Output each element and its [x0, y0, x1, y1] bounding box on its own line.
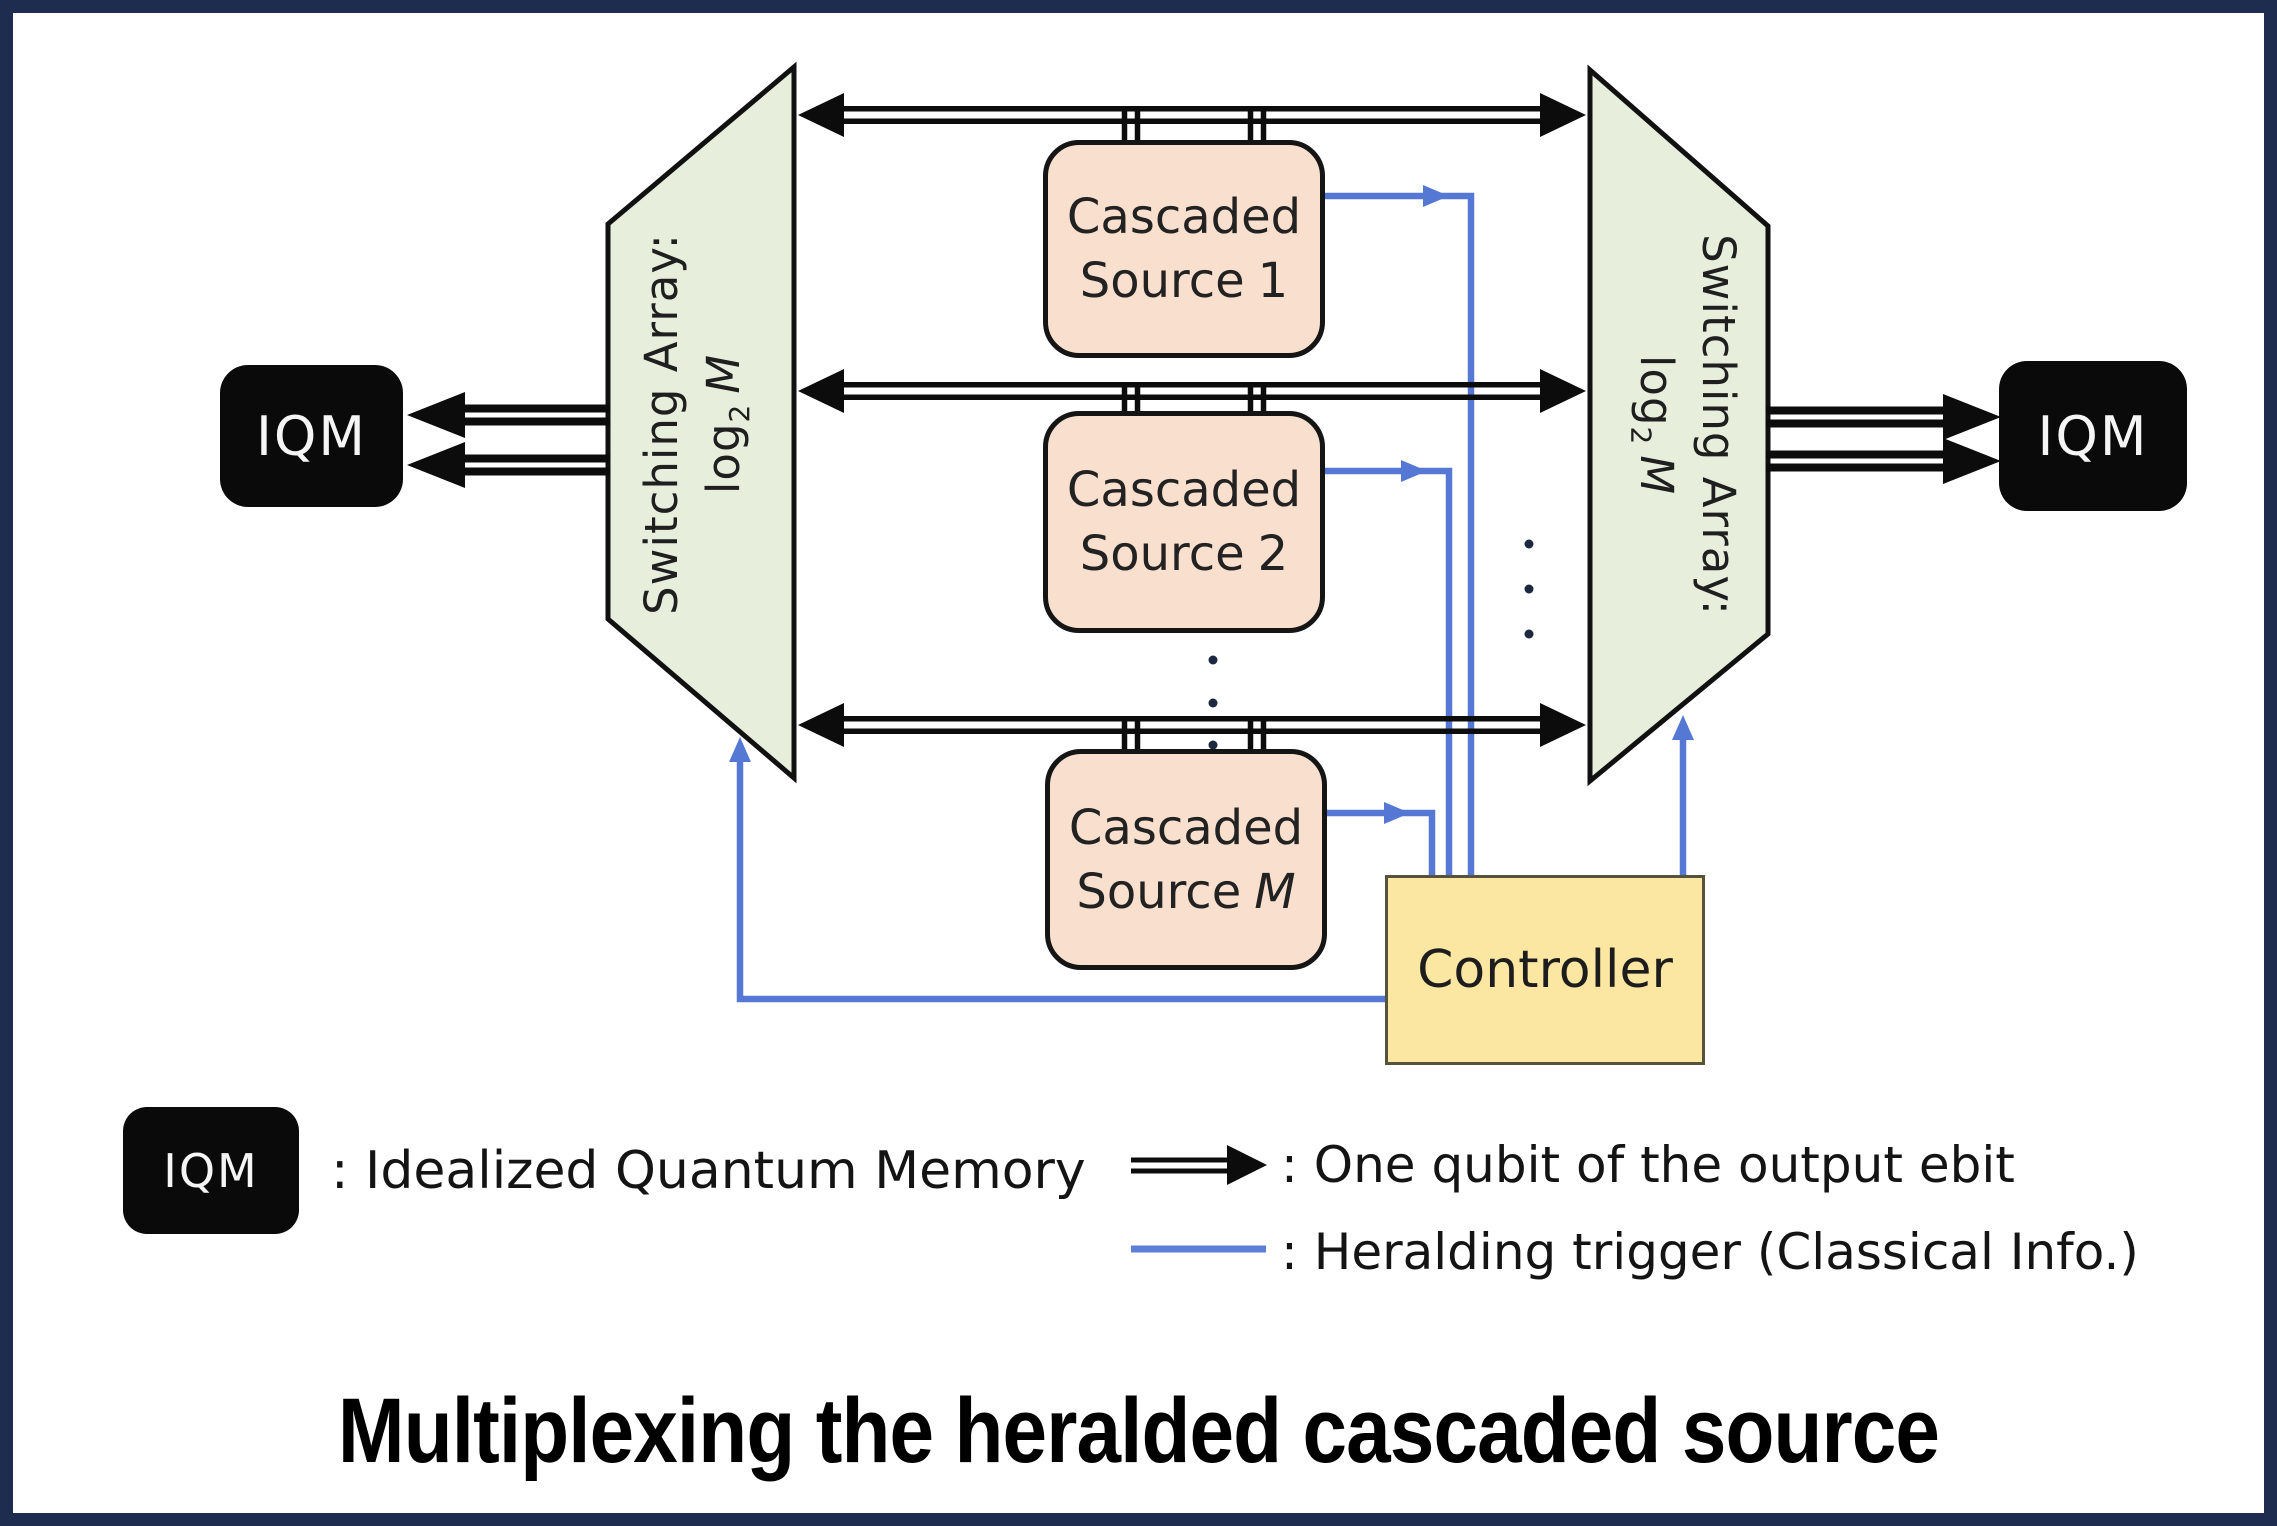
log-subscript: 2 [722, 403, 756, 423]
trigger-source2-to-controller [1323, 467, 1453, 877]
source-index: M [1254, 863, 1296, 920]
heralding-trigger-lines [736, 192, 1687, 1003]
right-switching-array-shape [1587, 64, 1771, 787]
trigger-source1-to-controller [1323, 192, 1475, 877]
source-word: Source [1079, 253, 1245, 309]
ebit-row-arrows [841, 105, 1543, 758]
page-title: Multiplexing the heralded cascaded sourc… [337, 1380, 1940, 1482]
diagram-lines-layer [407, 61, 2001, 1253]
log-word: log [697, 422, 751, 495]
switching-array-line2: log2M [1609, 355, 1687, 495]
right-switching-array-label: Switching Array: log2M [1617, 75, 1745, 775]
log-variable: M [697, 353, 751, 394]
source-line1: Cascaded [1066, 189, 1302, 245]
iqm-output-arrowheads [407, 392, 2001, 488]
iqm-output-arrows [463, 404, 1947, 476]
source-index: 2 [1257, 526, 1289, 582]
switching-array-line1: Switching Array: [1691, 234, 1745, 616]
log-word: log [1629, 354, 1683, 427]
source-word: Source [1076, 863, 1242, 920]
legend-iqm-label: IQM [163, 1143, 259, 1198]
legend-iqm-box: IQM [123, 1107, 299, 1234]
legend-iqm-description: : Idealized Quantum Memory [331, 1141, 1086, 1201]
trigger-controller-to-left-array [736, 761, 1385, 1003]
vertical-ellipsis-right-array [1524, 539, 1534, 639]
legend-trigger-description: : Heralding trigger (Classical Info.) [1281, 1223, 2139, 1281]
controller-box: Controller [1385, 875, 1705, 1065]
log-variable: M [1629, 455, 1683, 496]
source-line1: Cascaded [1066, 462, 1302, 518]
source-word: Source [1079, 526, 1245, 582]
left-switching-array-shape [605, 61, 797, 784]
switching-array-line1: Switching Array: [635, 233, 689, 615]
source-index: 1 [1257, 253, 1289, 309]
left-switching-array-label: Switching Array: log2 M [635, 74, 763, 774]
iqm-left-box: IQM [220, 365, 403, 507]
vertical-ellipsis-sources [1208, 655, 1218, 750]
trigger-sourceM-to-controller [1323, 809, 1436, 877]
source-line1: Cascaded [1068, 799, 1304, 856]
iqm-right-box: IQM [1999, 361, 2187, 511]
legend-ebit-arrow-icon [1131, 1145, 1267, 1185]
controller-label: Controller [1417, 940, 1673, 1000]
legend-ebit-description: : One qubit of the output ebit [1281, 1136, 2015, 1194]
iqm-right-label: IQM [2037, 404, 2149, 468]
iqm-left-label: IQM [255, 404, 368, 468]
switching-array-line2: log2 M [693, 354, 771, 494]
log-subscript: 2 [1624, 426, 1658, 446]
heralding-trigger-arrowheads [729, 185, 1694, 824]
ebit-row-arrowheads [798, 93, 1586, 747]
